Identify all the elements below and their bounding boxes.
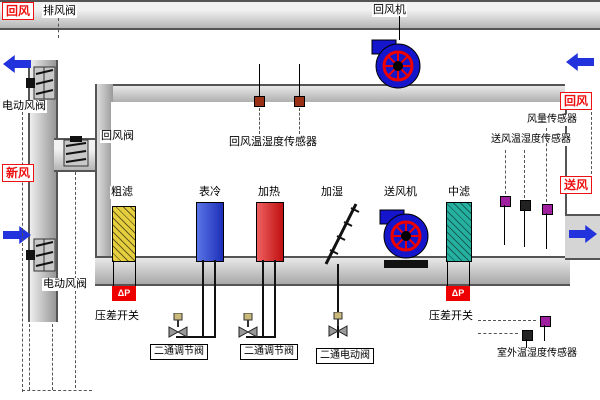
wire-supply-sensor-1 xyxy=(505,150,506,194)
label-regulating-valve-2: 二通调节阀 xyxy=(240,344,298,360)
heater-coil-icon xyxy=(256,202,284,262)
label-humidifier: 加湿 xyxy=(320,186,344,199)
label-supply-th-sensor: 送风温湿度传感器 xyxy=(490,134,572,146)
wire-supply-sensor-2 xyxy=(524,150,525,198)
ahu-interior xyxy=(111,102,567,256)
outdoor-th-sensor-2-icon xyxy=(522,330,533,341)
dp-right-tap-2 xyxy=(469,262,470,286)
return-sensor-stem-1 xyxy=(259,64,260,98)
label-heater: 加热 xyxy=(257,186,281,199)
label-exhaust-valve: 排风阀 xyxy=(42,5,77,18)
supply-sensor-stem-2 xyxy=(524,209,525,247)
supply-th-sensor-1-icon xyxy=(500,196,511,207)
wire-return-fan xyxy=(399,16,400,40)
cooler-pipe-h xyxy=(176,336,216,338)
label-motor-damper-top: 电动风阀 xyxy=(1,100,47,113)
supply-th-sensor-2-icon xyxy=(520,200,531,211)
return-fan-icon xyxy=(371,39,421,89)
cooler-pipe-1 xyxy=(202,260,204,336)
outdoor-sensor-stem xyxy=(544,325,545,341)
supply-fan-base xyxy=(384,260,428,268)
motor-damper-bottom-icon xyxy=(26,238,56,272)
return-sensor-stem-2 xyxy=(299,64,300,98)
humidifier-spray-icon xyxy=(324,203,360,265)
duct-continuation-right xyxy=(52,324,53,390)
dp-left-tap-1 xyxy=(113,262,114,286)
label-dp-switch-right: 压差开关 xyxy=(428,310,474,323)
heater-pipe-h xyxy=(246,336,276,338)
wire-outdoor-sensor-1 xyxy=(478,320,536,321)
wire-right-edge xyxy=(591,112,592,174)
dp-switch-left-icon: ΔP xyxy=(112,286,136,301)
label-mid-filter: 中滤 xyxy=(447,186,471,199)
return-air-arrow xyxy=(566,53,594,71)
cooler-pipe-2 xyxy=(214,260,216,336)
dp-right-tap-1 xyxy=(447,262,448,286)
heater-pipe-2 xyxy=(274,260,276,336)
dp-left-tap-2 xyxy=(135,262,136,286)
wire-outdoor-sensor-2 xyxy=(478,333,518,334)
cooler-coil-icon xyxy=(196,202,224,262)
label-return-air-top: 回风 xyxy=(2,2,35,20)
label-supply-air: 送风 xyxy=(560,176,593,194)
label-regulating-valve-1: 二通调节阀 xyxy=(150,344,208,360)
wire-exhaust-valve xyxy=(58,18,59,38)
dp-switch-right-icon: ΔP xyxy=(446,286,470,301)
label-return-fan: 回风机 xyxy=(372,4,407,17)
return-th-sensor-2-icon xyxy=(294,96,305,107)
label-coarse-filter: 粗滤 xyxy=(110,186,134,199)
air-flow-sensor-icon xyxy=(542,204,553,215)
motor-valve-icon xyxy=(328,312,348,337)
supply-fan-icon xyxy=(379,209,429,259)
outdoor-th-sensor-icon xyxy=(540,316,551,327)
coarse-filter-icon xyxy=(112,206,136,262)
label-outdoor-th-sensor: 室外温湿度传感器 xyxy=(496,348,578,360)
label-return-damper: 回风阀 xyxy=(100,130,135,143)
label-dp-switch-left: 压差开关 xyxy=(94,310,140,323)
top-return-duct xyxy=(0,0,600,30)
label-air-flow-sensor: 风量传感器 xyxy=(526,114,578,126)
motor-damper-top-icon xyxy=(26,66,56,100)
outdoor-sensor-stem-2 xyxy=(526,339,527,349)
heater-pipe-1 xyxy=(262,260,264,336)
duct-continuation-left xyxy=(29,324,30,390)
return-damper-icon xyxy=(63,136,89,167)
label-return-th-sensor: 回风温湿度传感器 xyxy=(228,136,318,149)
label-cooler: 表冷 xyxy=(198,186,222,199)
label-fresh-air: 新风 xyxy=(2,164,35,182)
supply-sensor-stem-1 xyxy=(504,205,505,245)
label-supply-fan: 送风机 xyxy=(383,186,418,199)
label-return-air-right: 回风 xyxy=(560,92,593,110)
humidifier-pipe xyxy=(337,264,339,338)
label-motor-valve: 二通电动阀 xyxy=(316,348,374,364)
air-flow-sensor-stem xyxy=(546,213,547,249)
mid-filter-icon xyxy=(446,202,472,262)
return-th-sensor-1-icon xyxy=(254,96,265,107)
wire-air-flow-sensor xyxy=(546,128,547,202)
wire-return-sensor-2 xyxy=(299,108,300,134)
ahu-floor xyxy=(95,256,570,286)
wire-motor-damper-top xyxy=(22,112,23,392)
regulating-valve-2-icon xyxy=(238,313,258,338)
label-motor-damper-bottom: 电动风阀 xyxy=(42,278,88,291)
wire-return-sensor-1 xyxy=(259,108,260,134)
regulating-valve-1-icon xyxy=(168,313,188,338)
wire-bottom-left xyxy=(22,390,92,391)
